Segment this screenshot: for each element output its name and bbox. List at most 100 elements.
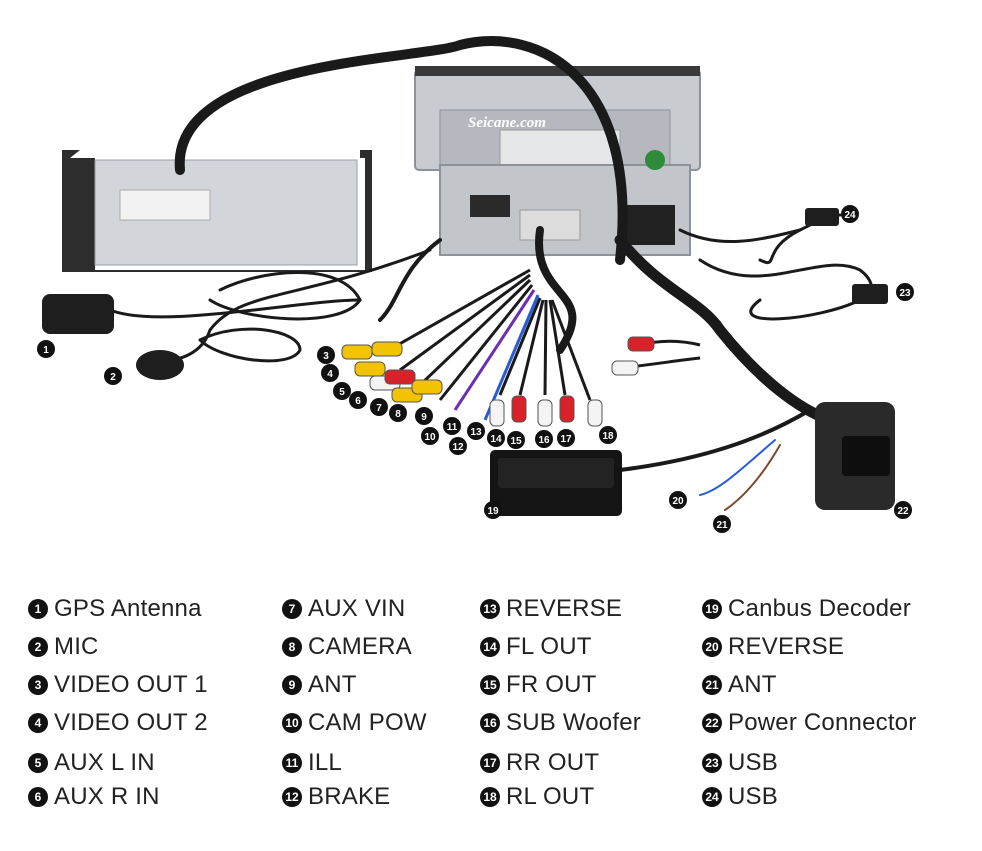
svg-text:20: 20 — [672, 496, 684, 507]
callout-24: 24 — [841, 205, 859, 223]
callout-18: 18 — [599, 426, 617, 444]
legend-item-rl-out: 18 RL OUT — [480, 782, 594, 812]
legend-label: USB — [728, 749, 778, 777]
callout-2: 2 — [104, 367, 122, 385]
head-unit: Seicane.com — [415, 66, 700, 255]
usb-connector-24 — [805, 208, 839, 226]
legend-item-video-out-2: 4VIDEO OUT 2 — [28, 708, 208, 738]
callout-20: 20 — [669, 491, 687, 509]
callout-1: 1 — [37, 340, 55, 358]
legend-label: FR OUT — [506, 671, 597, 699]
legend-label: ILL — [308, 749, 342, 777]
number-badge: 19 — [702, 599, 722, 619]
number-badge: 21 — [702, 675, 722, 695]
callout-14: 14 — [487, 429, 505, 447]
mounting-frame — [62, 150, 372, 272]
svg-text:6: 6 — [355, 396, 361, 407]
watermark: Seicane.com — [468, 115, 546, 131]
svg-text:9: 9 — [421, 412, 427, 423]
svg-text:14: 14 — [490, 434, 502, 445]
svg-text:21: 21 — [716, 520, 728, 531]
legend-item-usb-23: 23 USB — [702, 748, 778, 778]
legend-label: BRAKE — [308, 783, 390, 811]
legend-item-reverse-2: 20REVERSE — [702, 632, 844, 662]
svg-text:18: 18 — [602, 431, 614, 442]
legend-item-ant: 9 ANT — [282, 670, 357, 700]
number-badge: 22 — [702, 713, 722, 733]
number-badge: 10 — [282, 713, 302, 733]
legend-label: VIDEO OUT 2 — [54, 709, 208, 737]
number-badge: 9 — [282, 675, 302, 695]
callout-10: 10 — [421, 427, 439, 445]
callout-17: 17 — [557, 429, 575, 447]
callout-9: 9 — [415, 407, 433, 425]
power-connector — [815, 402, 895, 510]
legend-label: AUX L IN — [54, 749, 155, 777]
callout-19: 19 — [484, 501, 502, 519]
legend-item-mic: 2 MIC — [28, 632, 99, 662]
callout-5: 5 — [333, 382, 351, 400]
legend-label: CAMERA — [308, 633, 412, 661]
number-badge: 24 — [702, 787, 722, 807]
legend-label: ANT — [728, 671, 777, 699]
svg-text:16: 16 — [538, 435, 550, 446]
legend-label: ANT — [308, 671, 357, 699]
rca-plugs — [342, 337, 654, 426]
svg-text:1: 1 — [43, 345, 49, 356]
svg-text:24: 24 — [844, 210, 856, 221]
legend-label: MIC — [54, 633, 99, 661]
legend-label: CAM POW — [308, 709, 427, 737]
callout-7: 7 — [370, 398, 388, 416]
legend-label: REVERSE — [728, 633, 844, 661]
number-badge: 15 — [480, 675, 500, 695]
legend-label: AUX VIN — [308, 595, 405, 623]
legend-label: RR OUT — [506, 749, 599, 777]
legend-label: Power Connector — [728, 709, 916, 737]
legend-item-fl-out: 14FL OUT — [480, 632, 592, 662]
callout-22: 22 — [894, 501, 912, 519]
callout-13: 13 — [467, 422, 485, 440]
wiring-diagram: Seicane.com — [0, 0, 982, 560]
legend-item-power-connector: 22 Power Connector — [702, 708, 916, 738]
svg-text:17: 17 — [560, 434, 572, 445]
legend-item-cam-pow: 10 CAM POW — [282, 708, 427, 738]
callout-3: 3 — [317, 346, 335, 364]
svg-text:22: 22 — [897, 506, 909, 517]
legend-item-fr-out: 15 FR OUT — [480, 670, 597, 700]
legend-label: FL OUT — [506, 633, 592, 661]
svg-text:15: 15 — [510, 436, 522, 447]
number-badge: 13 — [480, 599, 500, 619]
svg-text:19: 19 — [487, 506, 499, 517]
callout-8: 8 — [389, 404, 407, 422]
legend-label: RL OUT — [506, 783, 594, 811]
legend-item-aux-r-in: 6 AUX R IN — [28, 782, 160, 812]
legend-label: AUX R IN — [54, 783, 160, 811]
legend-item-camera: 8 CAMERA — [282, 632, 412, 662]
callout-4: 4 — [321, 364, 339, 382]
number-badge: 18 — [480, 787, 500, 807]
svg-text:10: 10 — [424, 432, 436, 443]
number-badge: 7 — [282, 599, 302, 619]
legend-item-gps-antenna: 1GPS Antenna — [28, 594, 202, 624]
legend-item-brake: 12BRAKE — [282, 782, 390, 812]
callout-16: 16 — [535, 430, 553, 448]
number-badge: 2 — [28, 637, 48, 657]
svg-text:23: 23 — [899, 288, 911, 299]
legend-item-ant-2: 21 ANT — [702, 670, 777, 700]
number-badge: 3 — [28, 675, 48, 695]
callout-6: 6 — [349, 391, 367, 409]
number-badge: 8 — [282, 637, 302, 657]
svg-text:4: 4 — [327, 369, 333, 380]
number-badge: 23 — [702, 753, 722, 773]
usb-connector-23 — [852, 284, 888, 304]
svg-text:12: 12 — [452, 442, 464, 453]
svg-text:3: 3 — [323, 351, 329, 362]
number-badge: 6 — [28, 787, 48, 807]
legend-label: GPS Antenna — [54, 595, 202, 623]
legend-item-aux-l-in: 5AUX L IN — [28, 748, 155, 778]
gps-antenna — [42, 294, 114, 334]
svg-text:13: 13 — [470, 427, 482, 438]
number-badge: 11 — [282, 753, 302, 773]
